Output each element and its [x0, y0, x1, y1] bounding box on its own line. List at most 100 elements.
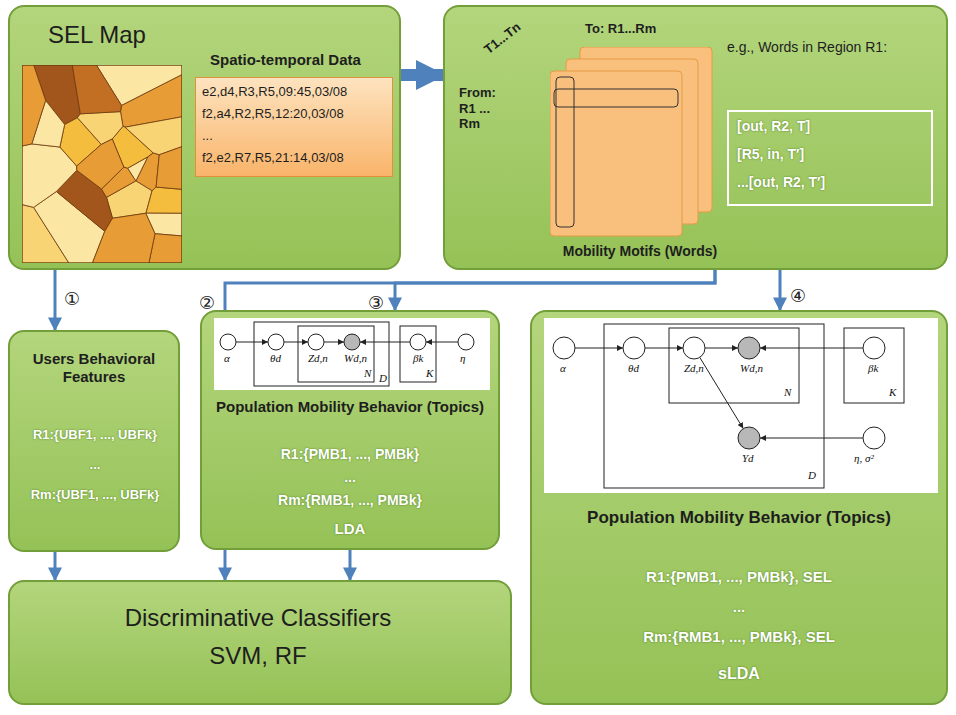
variable-node [553, 337, 575, 359]
text-holder: [R5, in, T′] [737, 146, 927, 163]
dependency-arrow [360, 342, 410, 343]
slda-box: Population Mobility Behavior (Topics) R1:… [530, 310, 948, 705]
text-holder: Population Mobility Behavior (Topics) [542, 508, 936, 528]
holder: D [379, 372, 387, 385]
text-holder: Rm:{RMB1, ..., PMBk} [212, 492, 488, 509]
text-holder: Mobility Motifs (Words) [540, 243, 740, 260]
variable-label: α [224, 352, 230, 365]
holder: D [808, 469, 816, 482]
text-holder: ... [212, 469, 488, 486]
ellipsis: ... [16, 457, 174, 473]
dependency-arrow [575, 348, 623, 349]
axis-label: T1...Tn [481, 0, 554, 57]
variable-node [458, 334, 474, 350]
variable-label: K [889, 386, 896, 399]
holder: N [784, 386, 791, 399]
data-record: ... [202, 128, 387, 144]
plate [669, 328, 799, 403]
text-holder: T1...Tn [481, 45, 561, 61]
text-holder: To: R1...Rm [585, 21, 715, 37]
word-entry: [R5, in, T′] [737, 146, 927, 163]
holder: η, σ² [854, 452, 874, 465]
variable-node [863, 427, 885, 449]
map-region [72, 65, 121, 114]
plate [844, 328, 904, 403]
plate [400, 326, 436, 382]
text-holder: e.g., Words in Region R1: [727, 39, 902, 56]
box-title: Population Mobility Behavior (Topics) [542, 508, 936, 528]
box-subtitle: SVM, RF [10, 642, 506, 671]
plate-background [544, 318, 938, 493]
holder: Wd,n [740, 362, 763, 375]
variable-label: η [460, 352, 465, 365]
flow-arrow-large [401, 69, 443, 81]
axis-label: From: R1 ... Rm [459, 85, 501, 132]
variable-label: θd [270, 352, 281, 365]
lda-box: Population Mobility Behavior (Topics)R1:… [200, 310, 500, 550]
map-border [22, 65, 182, 263]
holder: ② [199, 292, 215, 314]
region-map [22, 65, 182, 263]
model-name: LDA [212, 520, 488, 538]
motifs-panel: T1...Tn To: R1...RmFrom: R1 ... Rm e.g., W… [443, 5, 948, 270]
ellipsis: ... [542, 598, 936, 616]
callout-number: ① [64, 288, 80, 310]
plate [254, 322, 389, 386]
model-name: sLDA [542, 664, 936, 683]
ellipsis: ... [212, 469, 488, 486]
variable-node [623, 337, 645, 359]
variable-node [738, 337, 760, 359]
variable-node [410, 334, 426, 350]
holder: βk [868, 362, 878, 375]
text-holder: R1:{PMB1, ..., PMBk} [212, 446, 488, 463]
map-region [156, 147, 182, 190]
variable-label: D [808, 469, 816, 482]
holder: α [560, 362, 566, 375]
holder: Zd,n [308, 352, 328, 365]
variable-label: D [379, 372, 387, 385]
dependency-arrow [700, 357, 744, 428]
dependency-arrow [324, 342, 344, 343]
column-outline [556, 77, 574, 227]
text-holder: sLDA [542, 664, 936, 683]
dependency-arrow [760, 438, 863, 439]
variable-node [308, 334, 324, 350]
flow-arrow [395, 270, 715, 310]
panel-title: SEL Map [48, 21, 198, 50]
text-holder: R1:{PMB1, ..., PMBk}, SEL [542, 568, 936, 586]
variable-label: βk [413, 352, 423, 365]
text-holder: From: R1 ... Rm [459, 85, 501, 132]
text-holder: Spatio-temporal Data [210, 51, 395, 69]
text-holder: [out, R2, T] [737, 118, 927, 135]
words-box: [out, R2, T] [R5, in, T′] ...[out, R2, T′] [727, 110, 933, 206]
map-region [92, 213, 155, 263]
text-holder: e2,d4,R3,R5,09:45,03/08 [202, 84, 387, 100]
flow-arrow [349, 550, 352, 580]
axis-label: To: R1...Rm [585, 21, 715, 37]
topic-set: R1:{PMB1, ..., PMBk} [212, 446, 488, 463]
dependency-arrow [705, 348, 738, 349]
holder: α [224, 352, 230, 365]
matrix-page [550, 71, 682, 236]
text-holder: ...[out, R2, T′] [737, 174, 927, 191]
variable-node [344, 334, 360, 350]
data-records-box: e2,d4,R3,R5,09:45,03/08f2,a4,R2,R5,12:20… [195, 77, 393, 177]
text-holder: f2,e2,R7,R5,21:14,03/08 [202, 150, 387, 166]
feature-set: Rm:{UBF1, ..., UBFk} [16, 487, 174, 503]
text-holder: ... [202, 128, 387, 144]
dependency-arrow [645, 348, 683, 349]
variable-node [683, 337, 705, 359]
data-record: e2,d4,R3,R5,09:45,03/08 [202, 84, 387, 100]
text-holder: Rm:{UBF1, ..., UBFk} [16, 487, 174, 503]
dependency-arrow [284, 342, 308, 343]
plate-background [214, 318, 490, 390]
variable-label: Yd [742, 452, 754, 465]
dependency-arrow [760, 348, 863, 349]
variable-node [268, 334, 284, 350]
dependency-arrow [426, 342, 458, 343]
variable-label: βk [868, 362, 878, 375]
map-region [125, 117, 182, 155]
box-title: Users Behavioral Features [18, 350, 170, 386]
text-holder: SEL Map [48, 21, 198, 50]
